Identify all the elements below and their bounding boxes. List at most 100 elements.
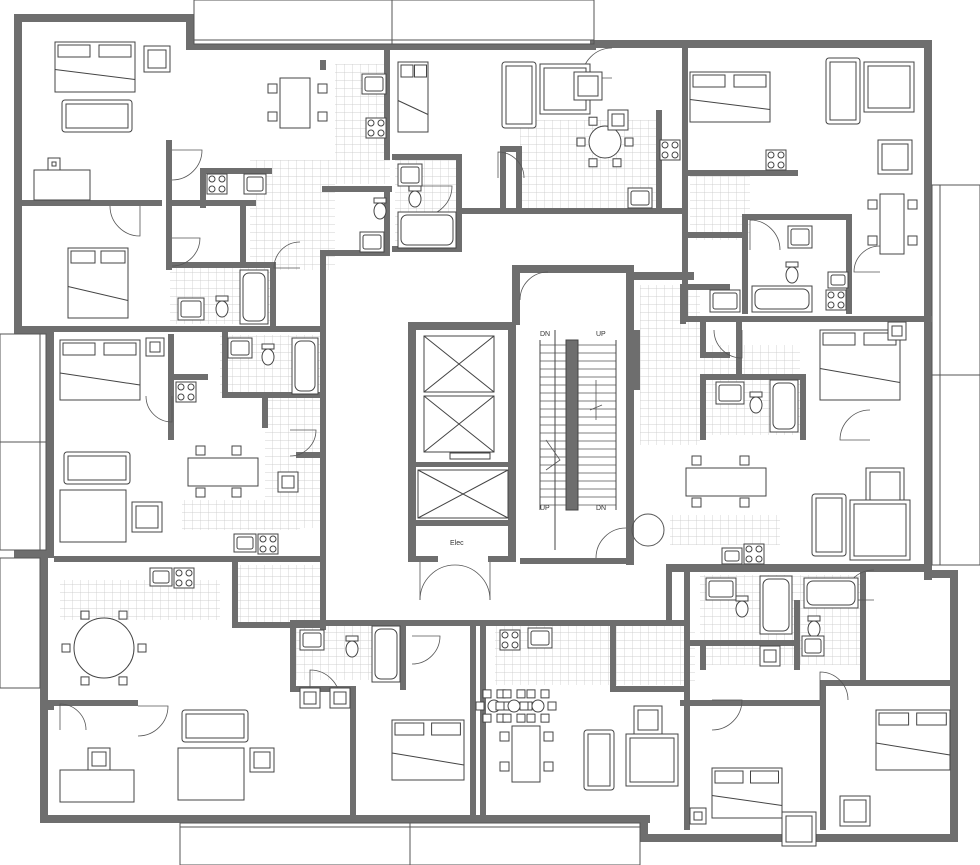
bathtub <box>759 575 793 635</box>
sink <box>243 173 267 195</box>
dining-table <box>267 77 328 129</box>
sink <box>705 577 737 601</box>
interior-walls <box>22 48 950 830</box>
toilet <box>735 595 749 618</box>
toilet <box>785 261 799 284</box>
electrical-room-label: Elec <box>450 540 464 547</box>
stair-label-up-left: UP <box>596 331 606 338</box>
armchair <box>143 45 171 73</box>
sink <box>233 533 257 553</box>
cooktop <box>173 567 195 589</box>
toilet <box>345 635 359 658</box>
toilet <box>807 615 821 638</box>
cooktop <box>765 149 787 171</box>
bed <box>67 247 129 319</box>
bed <box>875 709 951 771</box>
toilet <box>261 343 275 366</box>
armchair <box>329 687 351 709</box>
bathtub <box>291 337 319 395</box>
armchair <box>277 471 299 493</box>
door-swing <box>497 151 525 179</box>
desk <box>59 489 127 543</box>
sink <box>709 289 741 313</box>
bed <box>689 71 771 123</box>
armchair <box>249 747 275 773</box>
cooktop <box>825 289 847 311</box>
armchair <box>625 733 679 787</box>
door-swing <box>109 205 141 237</box>
bed <box>397 61 429 133</box>
sink <box>227 337 253 359</box>
cooktop <box>659 139 681 161</box>
bathtub <box>803 577 859 609</box>
sofa <box>811 493 847 557</box>
sink <box>359 231 385 253</box>
bed <box>59 339 141 401</box>
door-swing <box>711 699 743 731</box>
stair-label-dn-left: DN <box>540 331 550 338</box>
cooktop <box>499 629 521 651</box>
door-swing <box>289 429 317 457</box>
dining-table <box>685 455 767 508</box>
armchair <box>299 687 321 709</box>
round-table <box>61 610 147 686</box>
sofa <box>583 729 615 791</box>
stair-treads <box>540 344 616 506</box>
door-swing <box>819 671 849 701</box>
sofa <box>825 57 861 125</box>
building-core: DN UP UP DN Elec <box>408 265 665 601</box>
bathtub <box>371 625 401 683</box>
cooktop <box>257 533 279 555</box>
armchair <box>759 645 781 667</box>
armchair <box>849 499 911 561</box>
sink <box>787 225 813 249</box>
cooktop <box>365 117 387 139</box>
sink <box>827 271 849 289</box>
armchair <box>863 61 915 113</box>
stair-label-up-right: UP <box>540 505 550 512</box>
bed <box>54 41 136 93</box>
toilet <box>373 197 387 220</box>
sink <box>177 297 205 321</box>
armchair <box>887 321 907 341</box>
desk <box>59 769 135 803</box>
sink <box>527 627 553 649</box>
bed <box>391 719 465 781</box>
cooktop <box>743 543 765 565</box>
toilet <box>749 391 763 414</box>
door-swing <box>839 409 871 441</box>
bathtub <box>751 285 813 313</box>
door-swing <box>59 703 87 731</box>
toilet <box>408 185 422 208</box>
sink <box>715 381 745 405</box>
sofa <box>61 99 133 133</box>
door-swing <box>749 219 781 251</box>
door-swing <box>171 149 203 181</box>
sink <box>801 635 825 657</box>
cooktop <box>175 381 197 403</box>
sofa <box>63 451 131 485</box>
cooktop <box>206 173 228 195</box>
bed <box>711 767 783 819</box>
door-swing <box>273 241 301 269</box>
door-swing <box>713 329 743 359</box>
bed <box>819 329 901 401</box>
bathtub <box>769 379 799 433</box>
armchair <box>633 705 663 735</box>
armchair <box>877 139 913 175</box>
sink <box>397 163 423 187</box>
armchair <box>131 501 163 533</box>
sink <box>627 187 653 209</box>
toilet <box>215 295 229 318</box>
sink <box>721 547 743 565</box>
door-swing <box>171 237 201 267</box>
desk <box>33 169 91 201</box>
door-swing <box>853 245 881 273</box>
furniture <box>33 41 951 847</box>
dining-table <box>499 725 554 783</box>
door-swing <box>411 635 441 665</box>
round-table <box>519 689 557 723</box>
dining-table <box>187 445 259 498</box>
